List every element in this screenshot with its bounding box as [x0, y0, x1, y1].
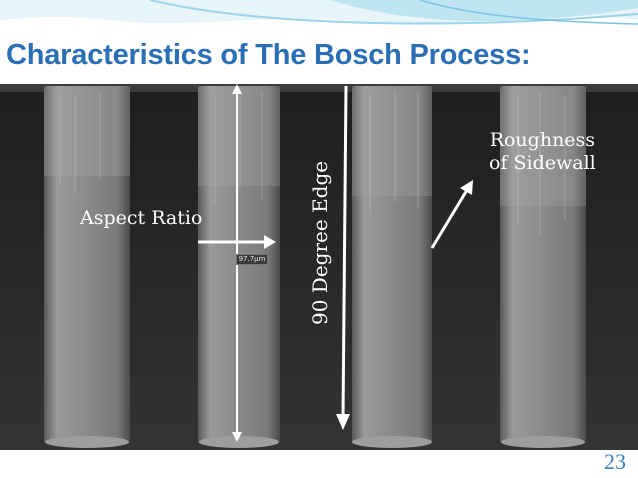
degree-edge-label: 90 Degree Edge — [308, 160, 332, 325]
sem-micrograph: 97.7µm Aspect Ratio Roughness of Sidewal… — [0, 84, 638, 450]
header-wave-decoration — [0, 0, 638, 26]
sem-pillars-graphic — [0, 84, 638, 450]
scale-bar-label: 97.7µm — [236, 254, 268, 265]
aspect-ratio-label: Aspect Ratio — [80, 207, 203, 229]
slide-title: Characteristics of The Bosch Process: — [6, 39, 531, 71]
pillar-3 — [352, 86, 432, 448]
page-number: 23 — [604, 449, 626, 474]
sidewall-scallops — [59, 92, 566, 234]
roughness-label-line2: of Sidewall — [489, 152, 596, 174]
roughness-label: Roughness of Sidewall — [489, 129, 596, 175]
pillar-2 — [198, 86, 280, 448]
pillar-4 — [500, 86, 586, 448]
roughness-label-line1: Roughness — [489, 129, 596, 151]
aspect-ratio-arrow — [198, 235, 276, 249]
pillar-1 — [44, 86, 130, 448]
edge-arrow — [336, 85, 350, 430]
roughness-arrow — [430, 180, 473, 249]
